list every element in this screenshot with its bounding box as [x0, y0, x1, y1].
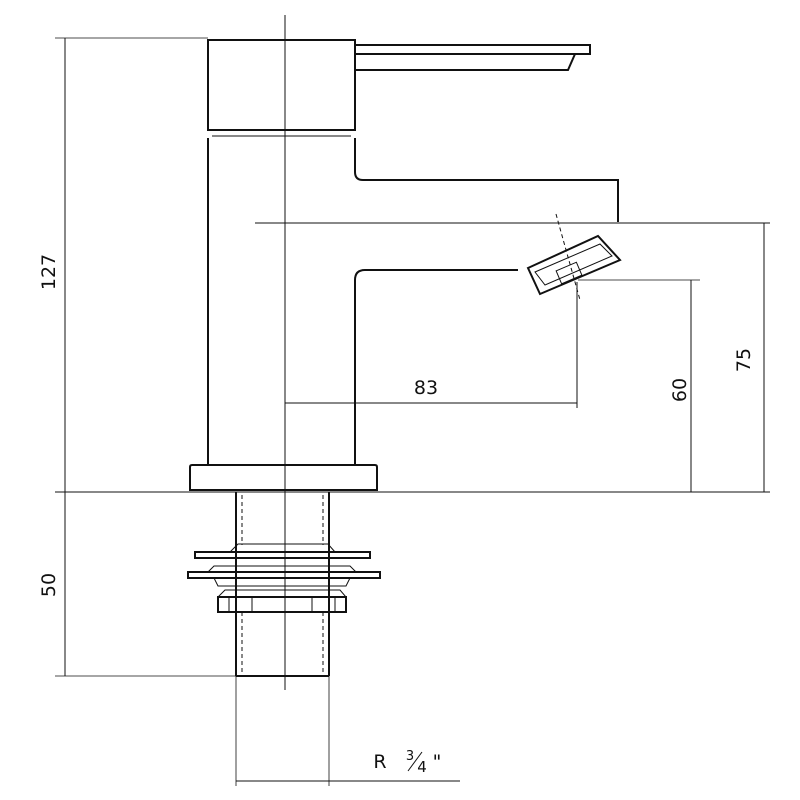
thread-fraction-denominator: 4	[417, 758, 427, 776]
dimension-outlet-height: 60	[578, 279, 700, 492]
thread-prefix: R	[373, 751, 386, 773]
dim-label-60: 60	[669, 378, 691, 402]
base-plinth	[189, 464, 378, 491]
dimension-below-deck: 50	[38, 492, 236, 677]
outlet-axis-line	[555, 213, 581, 301]
fixing-washers	[187, 543, 381, 587]
lever-handle	[207, 39, 591, 137]
dim-label-75: 75	[733, 348, 755, 372]
aerator-outlet	[526, 213, 622, 301]
dimension-total-height: 127	[38, 37, 208, 492]
back-nut	[216, 589, 348, 613]
dimension-thread-size: R 3 4 "	[235, 676, 460, 786]
threaded-shank	[235, 492, 330, 677]
dimension-spout-reach: 83	[285, 282, 578, 408]
thread-fraction-numerator: 3	[406, 749, 414, 764]
dim-label-83: 83	[414, 377, 438, 399]
tap-body	[207, 138, 770, 465]
thread-unit: "	[433, 751, 442, 773]
dim-label-50: 50	[38, 573, 60, 597]
dim-label-127: 127	[38, 254, 60, 290]
dimension-spout-height: 75	[733, 223, 765, 492]
